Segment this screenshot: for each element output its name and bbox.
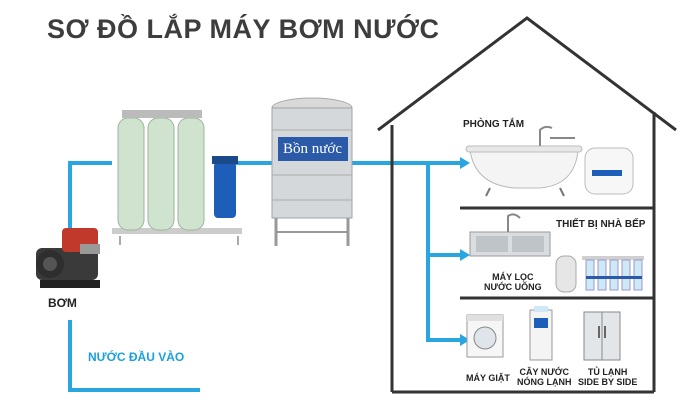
water-purifier-label-line1: MÁY LỌC (492, 272, 534, 282)
water-dispenser-icon (529, 306, 553, 361)
pump-to-filter-pipe (68, 161, 112, 235)
tank-label: Bồn nước (283, 141, 342, 157)
pump-label: BƠM (48, 296, 77, 310)
bathtub-icon (465, 145, 583, 197)
fridge-label: TỦ LẠNH SIDE BY SIDE (578, 367, 637, 387)
inlet-label: NƯỚC ĐẦU VÀO (88, 350, 185, 364)
house-riser-pipe (426, 163, 460, 342)
inlet-pipe (68, 320, 200, 392)
fridge-icon (583, 311, 621, 361)
fridge-label-line2: SIDE BY SIDE (578, 377, 638, 387)
arrow-bathroom (460, 157, 470, 169)
water-tank-icon (271, 97, 353, 246)
house-roof (377, 16, 677, 132)
filter-system-icon (112, 110, 242, 245)
pipe-arrows (460, 157, 470, 346)
page-title: SƠ ĐỒ LẮP MÁY BƠM NƯỚC (47, 14, 440, 44)
bathroom-label: PHÒNG TẮM (463, 119, 525, 130)
kitchen-sink-icon (469, 213, 551, 257)
house (377, 16, 677, 394)
dispenser-label-line1: CÂY NƯỚC (519, 367, 569, 377)
arrow-kitchen (460, 249, 470, 261)
water-purifier-label: MÁY LỌC NƯỚC UỐNG (484, 272, 542, 292)
shower-icon (539, 125, 575, 146)
ro-purifier-icon (555, 255, 644, 293)
kitchen-label: THIẾT BỊ NHÀ BẾP (556, 219, 646, 230)
dispenser-label-line2: NÓNG LẠNH (517, 377, 572, 387)
pump-icon (36, 228, 100, 288)
water-purifier-label-line2: NƯỚC UỐNG (484, 282, 542, 292)
washer-label-text: MÁY GIẶT (466, 373, 510, 383)
water-heater-icon (584, 147, 634, 195)
arrow-laundry (460, 334, 470, 346)
washing-machine-icon (466, 314, 504, 358)
dispenser-label: CÂY NƯỚC NÓNG LẠNH (517, 367, 572, 387)
washer-label: MÁY GIẶT (466, 373, 510, 383)
fridge-label-line1: TỦ LẠNH (587, 367, 628, 377)
pipes (68, 161, 460, 392)
